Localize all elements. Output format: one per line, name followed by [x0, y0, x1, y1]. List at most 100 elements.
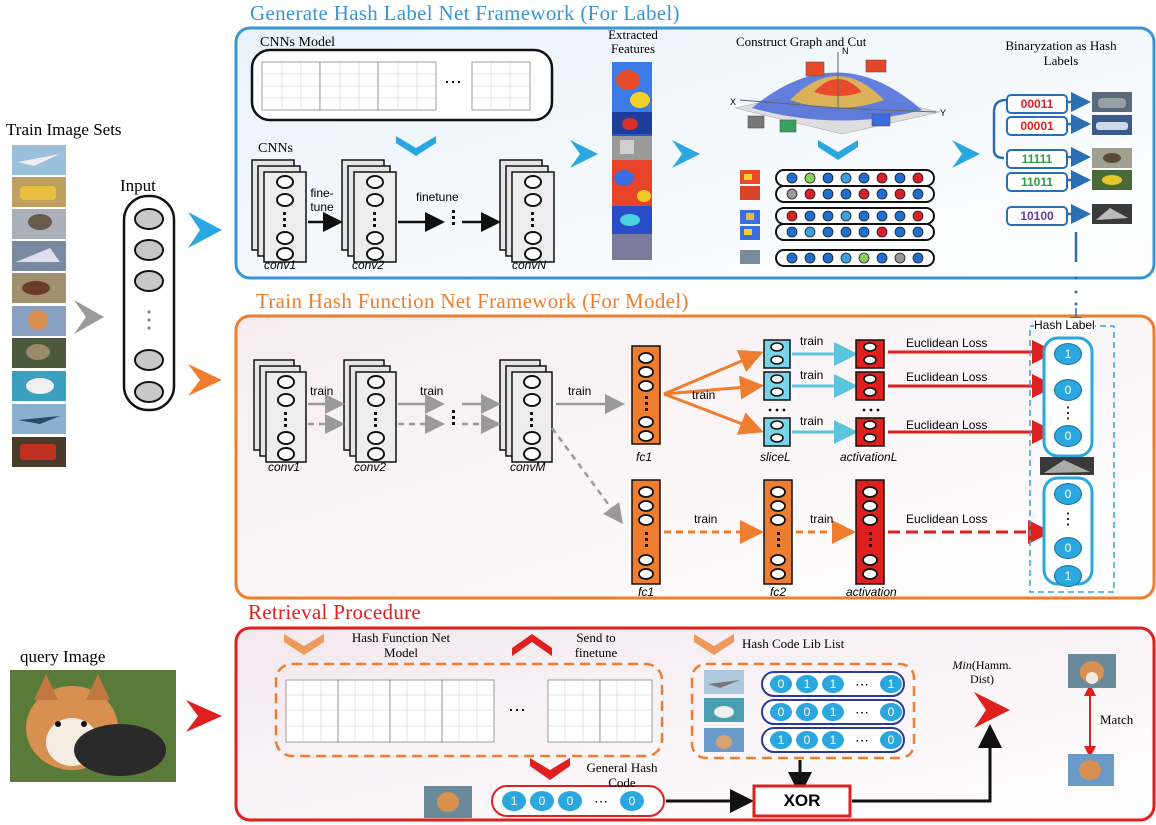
chevron-red-query [186, 700, 222, 732]
hash-fn-model-box [274, 662, 664, 758]
xor-label: XOR [783, 791, 821, 810]
lib-ellipsis: ⋯ [855, 732, 869, 748]
train-conv2-label: conv2 [354, 460, 387, 474]
retrieval-section-title: Retrieval Procedure [248, 600, 422, 624]
model-ellipsis: ⋯ [444, 72, 462, 92]
hash-code-4: 11011 [1006, 172, 1068, 192]
lib-thumbs [704, 670, 744, 752]
hash-bit-ellipsis: ⋮ [1060, 511, 1076, 528]
hash-bit: 0 [1054, 425, 1082, 447]
general-bit: 1 [502, 791, 526, 811]
min-dist-label: Min(Hamm. Dist) [942, 658, 1022, 686]
loss-label-1: Euclidean Loss [906, 336, 988, 350]
query-image [10, 670, 176, 782]
general-code-thumb [424, 786, 472, 818]
query-image-label: query Image [20, 647, 106, 666]
sliceL-label: sliceL [760, 450, 791, 464]
lib-bit: 0 [796, 703, 818, 721]
hash-bit: 1 [1054, 343, 1082, 365]
graph-node-dots [786, 172, 924, 264]
lib-bit: 0 [880, 703, 902, 721]
match-thumb-bottom [1068, 754, 1114, 786]
hash-code-5: 10100 [1006, 206, 1068, 226]
min-word: Min [952, 658, 972, 672]
general-bit: 0 [530, 791, 554, 811]
loss-label-2: Euclidean Loss [906, 370, 988, 384]
train-label-5: train [800, 334, 824, 348]
gen-conv1-label: conv1 [264, 258, 297, 272]
gen-conv2-label: conv2 [352, 258, 385, 272]
activationL-label: activationL [840, 450, 898, 464]
lib-bit: 0 [880, 731, 902, 749]
hash-bit: 0 [1054, 379, 1082, 401]
hash-code-1: 00011 [1006, 94, 1068, 114]
axis-x-label: X [730, 97, 737, 107]
train-label-3: train [568, 384, 592, 398]
lib-bit: 1 [770, 731, 792, 749]
chevron-orange-input [188, 364, 222, 396]
match-label: Match [1100, 712, 1134, 727]
min-dist-rest: (Hamm. [971, 658, 1012, 672]
hash-label-title: Hash Label [1034, 318, 1095, 332]
chevron-gray [74, 300, 104, 334]
lib-code-row-3: 1 0 1 ⋯ 0 [770, 731, 902, 749]
lib-bit: 0 [796, 731, 818, 749]
hash-bit-ellipsis: ⋮ [1060, 405, 1076, 422]
lib-bit: 0 [770, 703, 792, 721]
hash-bits-bottom: 0 ⋮ 0 1 [1054, 483, 1082, 587]
train-label-9: train [810, 512, 834, 526]
finetune-label: finetune [416, 190, 459, 204]
train-label-6: train [800, 368, 824, 382]
lib-code-row-2: 0 0 1 ⋯ 0 [770, 703, 902, 721]
match-thumb-top [1068, 654, 1116, 688]
train-label-2: train [420, 384, 444, 398]
train-convM-label: convM [510, 460, 546, 474]
fc1-top-label: fc1 [636, 450, 653, 464]
lib-bit: 1 [822, 731, 844, 749]
xor-box [752, 784, 852, 818]
axis-y-label: Y [940, 108, 947, 118]
train-section-title: Train Hash Function Net Framework (For M… [256, 289, 689, 313]
min-dist-rest2: Dist) [970, 672, 994, 686]
cnn-stack-conv2 [341, 159, 397, 263]
code-lib-box [690, 662, 916, 760]
general-code-label: General Hash Code [586, 760, 658, 790]
train-label-8: train [694, 512, 718, 526]
input-label: Input [120, 176, 156, 195]
train-image-thumbs [12, 145, 66, 467]
generate-thumbs [1092, 92, 1132, 224]
finetune-short-label: fine-tune [310, 186, 334, 214]
graph-node-patches [740, 170, 760, 264]
send-finetune-label: Send to finetune [574, 630, 618, 660]
chevron-blue-input [188, 212, 222, 248]
cnn-stack-convN [499, 159, 555, 263]
train-label-1: train [310, 384, 334, 398]
binaryzation-label: Binaryzation as Hash Labels [1005, 38, 1117, 68]
construct-graph-label: Construct Graph and Cut [736, 34, 867, 49]
retrieval-panel [234, 626, 1156, 822]
hash-fn-model-label: Hash Function Net Model [351, 630, 451, 660]
loss-label-3: Euclidean Loss [906, 418, 988, 432]
features-strip [612, 62, 652, 260]
general-bit: 0 [620, 791, 644, 811]
cnns-model-label: CNNs Model [260, 35, 336, 50]
generate-section-title: Generate Hash Label Net Framework (For L… [250, 1, 680, 25]
retrieval-sudoku [285, 679, 653, 743]
hash-code-2: 00001 [1006, 116, 1068, 136]
fc2-label: fc2 [770, 585, 787, 599]
graph-surface [734, 52, 941, 135]
general-ellipsis: ⋯ [594, 793, 608, 809]
fc1-bottom-label: fc1 [638, 585, 655, 599]
cnns-label: CNNs [258, 141, 294, 156]
hash-bit: 0 [1054, 483, 1082, 505]
lib-ellipsis: ⋯ [855, 704, 869, 720]
hash-bits-top: 1 0 ⋮ 0 [1054, 343, 1082, 447]
axis-n-label: N [842, 46, 849, 56]
train-conv1-label: conv1 [268, 460, 301, 474]
retrieval-ellipsis: ⋯ [508, 700, 526, 720]
gen-convN-label: convN [512, 258, 547, 272]
lib-bit: 1 [796, 675, 818, 693]
cnn-stack-conv1 [251, 159, 307, 263]
general-bit: 0 [558, 791, 582, 811]
